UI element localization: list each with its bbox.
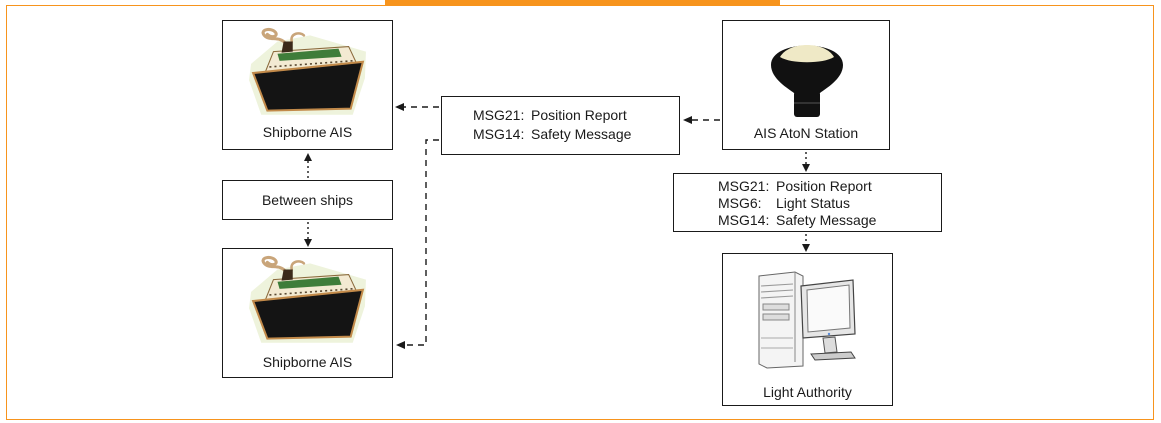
message-code: MSG21: xyxy=(473,107,525,123)
shipborne-ais-top-box: Shipborne AIS xyxy=(222,20,393,150)
message-line: MSG6: Light Status xyxy=(718,195,850,211)
right-message-box: MSG21:Position Report MSG6:Light Status … xyxy=(673,173,942,232)
ship-icon xyxy=(249,27,366,115)
message-line: MSG21: Position Report xyxy=(473,107,627,123)
arrowhead xyxy=(396,341,405,349)
shipborne-ais-top-label: Shipborne AIS xyxy=(262,124,353,140)
between-ships-box: Between ships xyxy=(222,180,393,220)
arrow-aton-to-center xyxy=(683,116,720,124)
arrowhead xyxy=(683,116,692,124)
frame-top-bar xyxy=(385,0,780,6)
light-authority-label: Light Authority xyxy=(763,384,852,400)
aton-station-box: AIS AtoN Station xyxy=(722,20,890,150)
arrowhead xyxy=(802,244,810,252)
computer-icon xyxy=(758,271,856,369)
shipborne-ais-bottom-box: Shipborne AIS xyxy=(222,248,393,378)
message-line: MSG14: Safety Message xyxy=(473,126,631,142)
arrow-line xyxy=(404,139,439,346)
center-message-box: MSG21: Position Report MSG14: Safety Messa… xyxy=(441,96,680,155)
arrow-right-messages-to-light-authority xyxy=(802,234,810,252)
message-line: MSG14: Safety Message xyxy=(718,212,876,228)
arrow-center-to-shipborne-top xyxy=(395,103,439,111)
arrowhead xyxy=(304,153,312,161)
light-authority-box: Light Authority xyxy=(722,253,893,406)
message-text: Position Report xyxy=(776,178,872,194)
message-code: MSG21: xyxy=(718,178,770,194)
message-code: MSG14: xyxy=(473,126,525,142)
ship-icon xyxy=(249,255,366,343)
arrow-center-to-shipborne-bottom xyxy=(396,139,439,349)
shipborne-ais-bottom-label: Shipborne AIS xyxy=(262,354,353,370)
arrow-between-to-shipborne-bottom xyxy=(304,222,312,247)
between-ships-label: Between ships xyxy=(261,192,354,208)
aton-station-label: AIS AtoN Station xyxy=(753,125,859,141)
arrow-aton-to-right-messages xyxy=(802,152,810,172)
aton-lamp-icon xyxy=(771,45,843,117)
message-code: MSG6: xyxy=(718,195,762,211)
message-text: Light Status xyxy=(776,195,850,211)
arrowhead xyxy=(304,239,312,247)
message-text: Safety Message xyxy=(776,212,877,228)
arrowhead xyxy=(395,103,404,111)
arrow-between-to-shipborne-top xyxy=(304,153,312,178)
message-text: Safety Message xyxy=(531,126,632,142)
message-text: Position Report xyxy=(531,107,627,123)
arrowhead xyxy=(802,164,810,172)
message-code: MSG14: xyxy=(718,212,770,228)
message-line: MSG21: Position Report xyxy=(718,178,872,194)
